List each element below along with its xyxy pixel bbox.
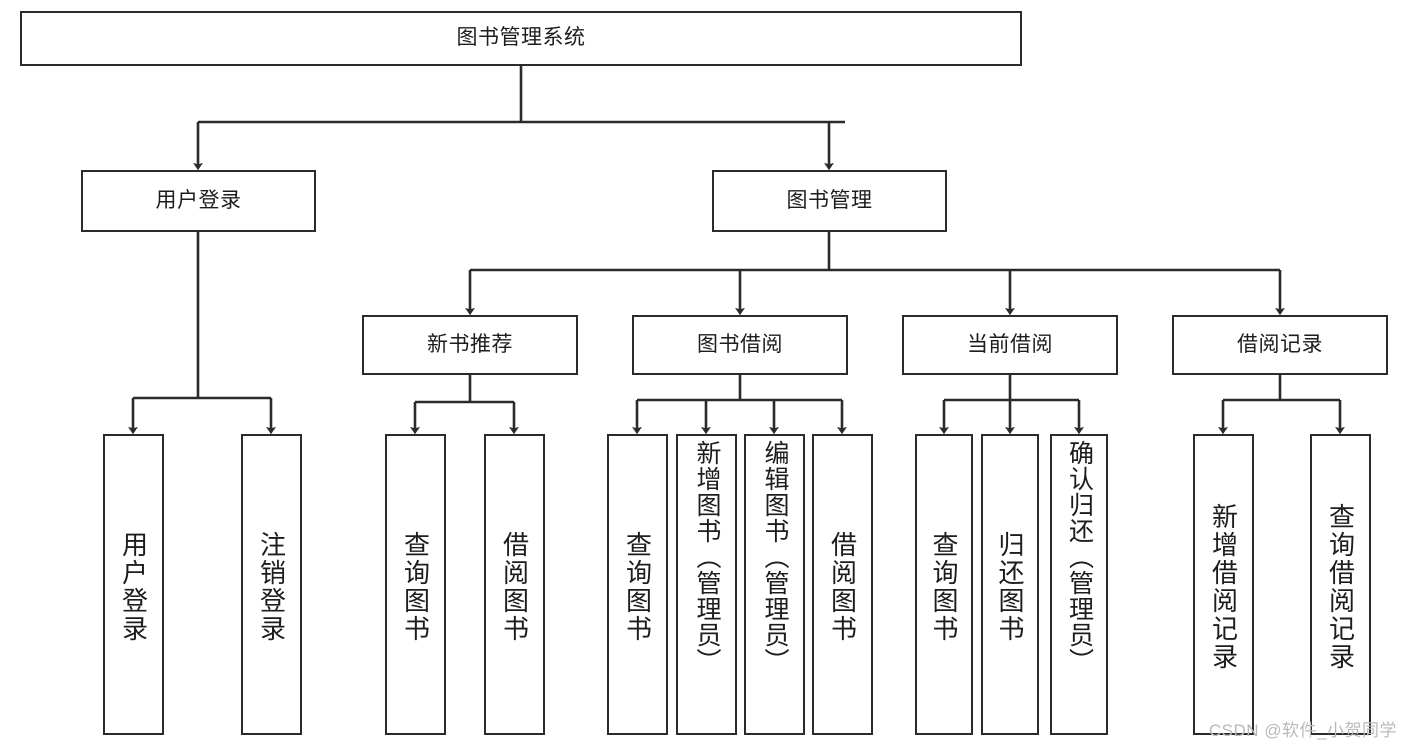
- leaf-confirm-return-admin[interactable]: 确认归还（管理员）: [1050, 434, 1108, 735]
- leaf-query-book-newbook-label: 查询图书: [400, 530, 431, 643]
- leaf-borrow-book-newbook[interactable]: 借阅图书: [484, 434, 545, 735]
- node-new-book-recommend-label: 新书推荐: [427, 332, 513, 356]
- node-current-borrow[interactable]: 当前借阅: [902, 315, 1118, 375]
- leaf-confirm-return-admin-label: 确认归还（管理员）: [1065, 440, 1094, 674]
- leaf-add-borrow-record-label: 新增借阅记录: [1208, 502, 1239, 671]
- node-book-management-label: 图书管理: [786, 188, 873, 212]
- leaf-borrow-book[interactable]: 借阅图书: [812, 434, 873, 735]
- node-book-management[interactable]: 图书管理: [712, 170, 947, 232]
- leaf-add-book-admin-label: 新增图书（管理员）: [693, 440, 721, 674]
- node-user-login[interactable]: 用户登录: [81, 170, 316, 232]
- leaf-query-borrow-record-label: 查询借阅记录: [1325, 502, 1356, 671]
- leaf-return-book[interactable]: 归还图书: [981, 434, 1039, 735]
- node-book-borrow-label: 图书借阅: [697, 332, 783, 356]
- node-root-label: 图书管理系统: [456, 26, 586, 50]
- leaf-borrow-book-newbook-label: 借阅图书: [499, 530, 530, 643]
- leaf-query-book-current[interactable]: 查询图书: [915, 434, 973, 735]
- node-borrow-record-label: 借阅记录: [1237, 332, 1323, 356]
- node-borrow-record[interactable]: 借阅记录: [1172, 315, 1388, 375]
- node-book-borrow[interactable]: 图书借阅: [632, 315, 848, 375]
- leaf-user-login[interactable]: 用户登录: [103, 434, 164, 735]
- node-root[interactable]: 图书管理系统: [20, 11, 1022, 66]
- leaf-logout[interactable]: 注销登录: [241, 434, 302, 735]
- leaf-query-book-borrow[interactable]: 查询图书: [607, 434, 668, 735]
- leaf-query-book-borrow-label: 查询图书: [622, 530, 653, 643]
- leaf-query-book-current-label: 查询图书: [929, 530, 959, 643]
- node-new-book-recommend[interactable]: 新书推荐: [362, 315, 578, 375]
- node-current-borrow-label: 当前借阅: [967, 332, 1053, 356]
- leaf-edit-book-admin[interactable]: 编辑图书（管理员）: [744, 434, 805, 735]
- leaf-borrow-book-label: 借阅图书: [827, 530, 858, 643]
- leaf-edit-book-admin-label: 编辑图书（管理员）: [761, 440, 789, 674]
- leaf-return-book-label: 归还图书: [995, 530, 1025, 643]
- leaf-query-book-newbook[interactable]: 查询图书: [385, 434, 446, 735]
- leaf-add-book-admin[interactable]: 新增图书（管理员）: [676, 434, 737, 735]
- leaf-add-borrow-record[interactable]: 新增借阅记录: [1193, 434, 1254, 735]
- node-user-login-label: 用户登录: [155, 188, 242, 212]
- leaf-logout-label: 注销登录: [256, 530, 287, 643]
- leaf-user-login-label: 用户登录: [118, 530, 149, 643]
- leaf-query-borrow-record[interactable]: 查询借阅记录: [1310, 434, 1371, 735]
